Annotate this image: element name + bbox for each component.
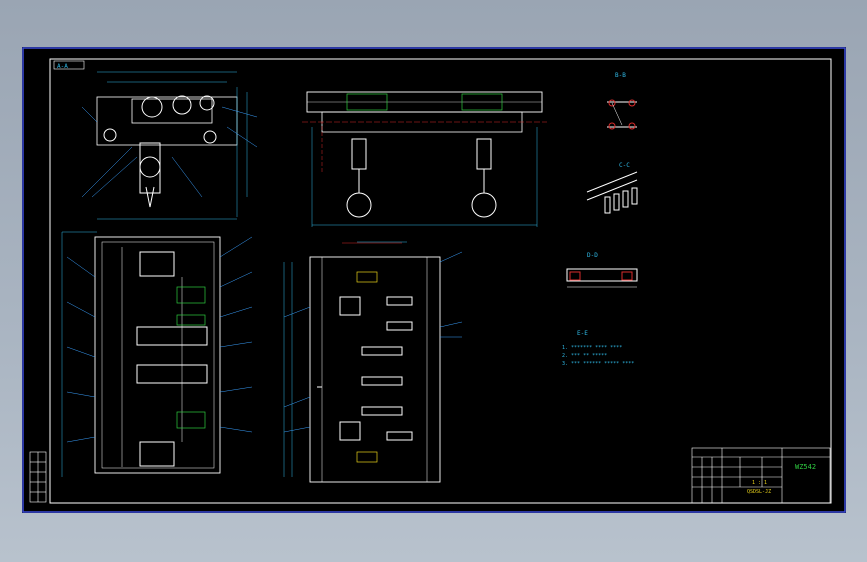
outer-frame bbox=[22, 47, 846, 513]
detail-b: B-B bbox=[607, 72, 637, 130]
cad-drawing-viewport[interactable]: A-A bbox=[22, 47, 846, 513]
view-label: A-A bbox=[57, 63, 68, 70]
detail-d: D-D bbox=[566, 252, 638, 288]
front-elevation bbox=[302, 91, 547, 243]
drawing-number: WZ542 bbox=[795, 463, 816, 471]
note-1: 1. ******* **** **** bbox=[562, 345, 622, 351]
note-2: 2. *** ** ***** bbox=[562, 353, 607, 359]
plan-view-middle bbox=[283, 242, 463, 483]
scale-value: 1 : 1 bbox=[752, 480, 767, 486]
detail-b-label: B-B bbox=[615, 72, 626, 79]
notes-title: E-E bbox=[577, 330, 588, 337]
inner-frame bbox=[49, 58, 832, 504]
left-margin-strip bbox=[29, 451, 47, 503]
detail-c: C-C bbox=[586, 162, 638, 214]
plan-view-left bbox=[61, 231, 253, 477]
side-view bbox=[81, 71, 258, 220]
cad-drawing-svg[interactable]: A-A bbox=[22, 47, 846, 513]
title-block bbox=[691, 447, 831, 504]
detail-c-label: C-C bbox=[619, 162, 630, 169]
view-label-box: A-A bbox=[53, 60, 85, 70]
detail-d-label: D-D bbox=[587, 252, 598, 259]
technical-notes: E-E 1. ******* **** **** 2. *** ** *****… bbox=[562, 330, 634, 367]
note-3: 3. *** ****** ***** **** bbox=[562, 361, 634, 367]
designer-row: QSDSL-JZ bbox=[747, 489, 771, 495]
